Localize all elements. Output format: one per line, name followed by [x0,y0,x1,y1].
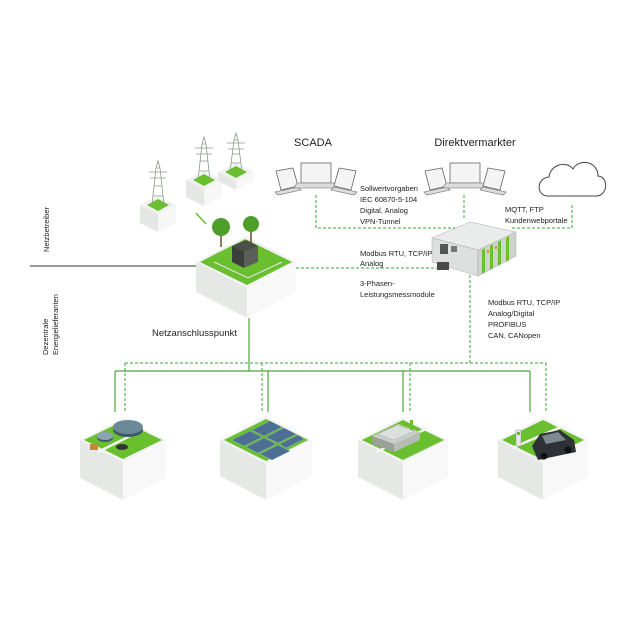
distribution-drops [114,371,531,412]
plc-controller-icon [431,221,517,277]
biogas-tile [80,418,166,500]
cloud-link [512,205,573,229]
cloud-protocols: MQTT, FTP Kundenwebportale [505,205,568,225]
protocol-line: Analog/Digital [488,309,535,318]
laptop-icon [423,167,451,196]
energielieferanten-label: Energielieferanten [51,294,60,355]
direktvermarkter-laptops [423,162,507,196]
protocol-line: Leistungsmessmodule [360,290,435,299]
field-protocols: Modbus RTU, TCP/IP Analog/Digital PROFIB… [488,298,560,340]
pylon-icon [149,159,167,206]
messung-protocols: 3-Phasen- Leistungsmessmodule [360,279,435,299]
factory-icon [372,420,420,452]
scada-laptops [274,162,358,196]
pylon-connector [195,212,207,225]
laptop-icon [442,162,488,189]
cloud-icon [538,161,607,197]
scada-heading: SCADA [294,137,333,149]
protocol-line: 3-Phasen- [360,279,395,288]
pylon-tile-3 [218,131,254,190]
pylon-icon [195,135,213,181]
protocol-line: CAN, CANopen [488,331,541,340]
electric-car-icon [532,430,576,460]
protocol-line: Kundenwebportale [505,216,568,225]
charging-station-icon [515,429,522,447]
connection-lines [30,195,573,412]
protocol-line: IEC 60870-5-104 [360,195,417,204]
netz-protocols: Modbus RTU, TCP/IP Analog [360,249,432,268]
scada-link [315,195,455,229]
protocol-line: Digital, Analog [360,206,408,215]
ecar-tile [498,417,588,500]
netzanschlusspunkt-label: Netzanschlusspunkt [152,328,237,339]
netzbetreiber-label: Netzbetreiber [42,206,51,252]
laptop-icon [479,167,507,196]
pylon-tile-2 [186,135,222,206]
direktvermarkter-heading: Direktvermarkter [434,137,516,149]
scada-protocols: Sollwertvorgaben IEC 60870-5-104 Digital… [360,184,418,226]
biogas-plant-icon [90,420,143,450]
pylon-tile-1 [140,159,176,232]
protocol-line: Modbus RTU, TCP/IP [360,249,432,258]
fieldbus-drops [124,363,547,412]
dezentrale-label: Dezentrale [41,319,50,355]
laptop-icon [330,167,358,196]
solar-park-icon [231,420,305,461]
laptop-icon [293,162,339,189]
protocol-line: Analog [360,259,383,268]
protocol-line: MQTT, FTP [505,205,544,214]
protocol-line: Sollwertvorgaben [360,184,418,193]
protocol-line: VPN-Tunnel [360,217,401,226]
factory-tile [358,417,448,500]
protocol-line: PROFIBUS [488,320,526,329]
solar-tile [220,416,312,500]
tree-icon [212,216,259,247]
substation-tile [196,216,296,318]
laptop-icon [274,167,302,196]
protocol-line: Modbus RTU, TCP/IP [488,298,560,307]
pylon-icon [227,131,245,173]
